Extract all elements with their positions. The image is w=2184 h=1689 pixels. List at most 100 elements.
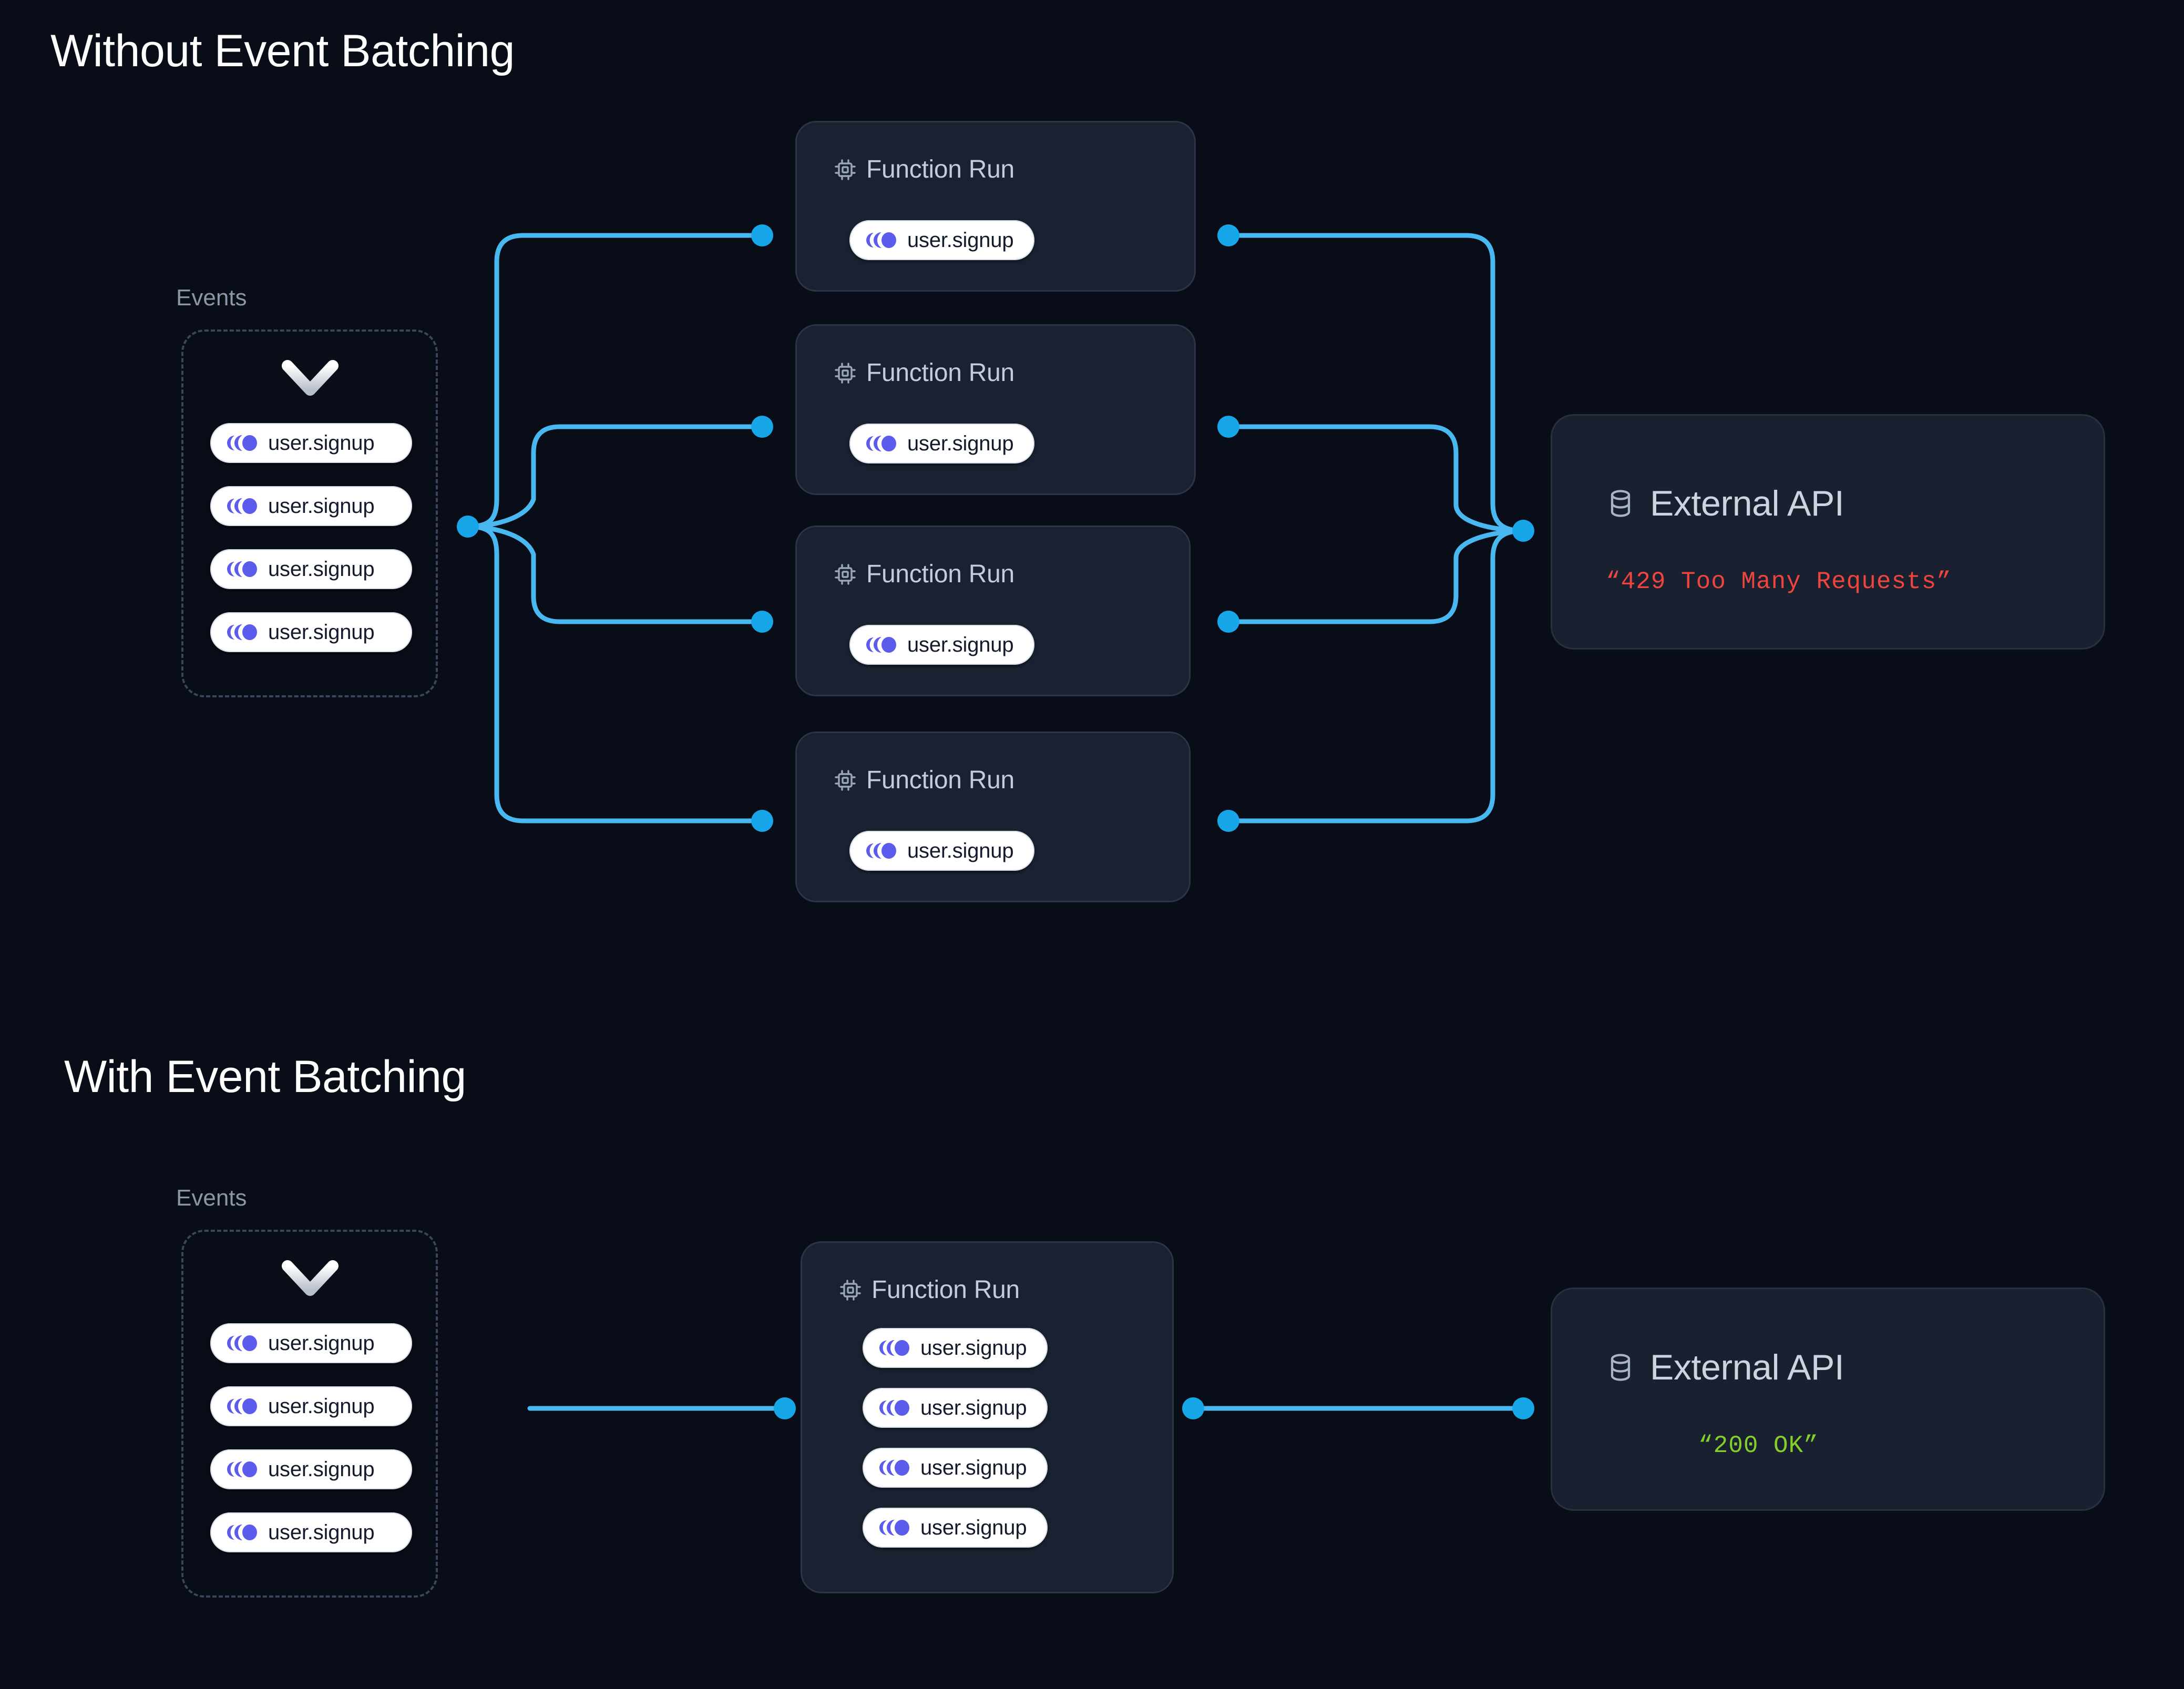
cpu-chip-icon [840, 1279, 861, 1301]
wire-output-dot [1217, 810, 1239, 832]
event-signal-icon [227, 1398, 257, 1414]
external-api-card[interactable]: External API “200 OK” [1551, 1288, 2105, 1511]
event-signal-icon [227, 498, 257, 514]
event-signal-icon [227, 1335, 257, 1351]
event-signal-icon [227, 624, 257, 640]
external-api-title: External API [1650, 1347, 1844, 1387]
event-pill-label: user.signup [268, 431, 375, 455]
event-pill[interactable]: user.signup [210, 549, 412, 589]
event-signal-icon [879, 1520, 909, 1536]
event-pill[interactable]: user.signup [863, 1448, 1048, 1488]
event-pill-label: user.signup [268, 494, 375, 518]
event-pill-label: user.signup [907, 228, 1014, 252]
external-api-header: External API [1604, 1347, 1844, 1388]
database-icon [1611, 1354, 1631, 1381]
function-run-title: Function Run [871, 1276, 1020, 1304]
wire-fanin-2 [1230, 424, 1526, 533]
event-pill-label: user.signup [268, 620, 375, 644]
cpu-chip-icon [835, 159, 856, 180]
wire-fanout-2 [465, 424, 762, 529]
external-api-card[interactable]: External API “429 Too Many Requests” [1551, 414, 2105, 650]
function-run-title: Function Run [866, 766, 1014, 794]
event-signal-icon [879, 1340, 909, 1356]
function-run-header: Function Run [833, 766, 1014, 795]
wire-output-dot [1182, 1397, 1204, 1419]
event-signal-icon [227, 1525, 257, 1540]
events-caption-with: Events [176, 1185, 247, 1211]
event-pill[interactable]: user.signup [863, 1388, 1048, 1428]
cpu-chip-icon [835, 362, 856, 384]
function-run-card[interactable]: Function Run user.signup [795, 324, 1196, 495]
events-container-without [181, 329, 438, 697]
wire-input-dot [751, 810, 773, 832]
function-run-header: Function Run [833, 358, 1014, 387]
event-pill-label: user.signup [268, 1394, 375, 1418]
event-pill[interactable]: user.signup [210, 423, 412, 463]
event-pill-label: user.signup [920, 1516, 1027, 1539]
wire-target-dot [1512, 1397, 1534, 1419]
external-api-status: “200 OK” [1698, 1432, 1819, 1459]
event-pill[interactable]: user.signup [210, 1512, 412, 1552]
event-signal-icon [879, 1400, 909, 1416]
event-pill-label: user.signup [907, 431, 1014, 455]
event-pill[interactable]: user.signup [210, 1449, 412, 1489]
event-pill[interactable]: user.signup [210, 1323, 412, 1363]
event-signal-icon [866, 436, 896, 451]
event-pill[interactable]: user.signup [210, 486, 412, 526]
event-pill-label: user.signup [907, 633, 1014, 656]
function-run-header: Function Run [833, 155, 1014, 184]
event-signal-icon [866, 232, 896, 248]
wire-output-dot [1217, 416, 1239, 438]
function-run-header: Function Run [833, 560, 1014, 589]
section-title-without-batching: Without Event Batching [50, 26, 515, 76]
event-pill[interactable]: user.signup [849, 625, 1034, 665]
wire-fanout-3 [465, 524, 762, 624]
function-run-title: Function Run [866, 560, 1014, 588]
event-signal-icon [227, 561, 257, 577]
function-run-card[interactable]: Function Run user.signup [795, 121, 1196, 292]
wire-fanin-4 [1230, 528, 1526, 823]
event-pill-label: user.signup [920, 1456, 1027, 1479]
event-pill-label: user.signup [907, 839, 1014, 862]
event-signal-icon [866, 843, 896, 859]
function-run-header: Function Run [838, 1275, 1020, 1304]
wire-fanin-3 [1230, 528, 1526, 624]
wire-input-dot [751, 611, 773, 633]
event-pill[interactable]: user.signup [863, 1508, 1048, 1548]
chevron-down-icon [282, 1260, 339, 1296]
event-pill[interactable]: user.signup [849, 424, 1034, 464]
event-signal-icon [866, 637, 896, 653]
function-run-card[interactable]: Function Run user.signup [795, 732, 1191, 902]
events-container-with [181, 1230, 438, 1598]
event-pill-label: user.signup [268, 557, 375, 581]
wire-output-dot [1217, 611, 1239, 633]
events-caption-without: Events [176, 285, 247, 311]
wire-output-dot [1217, 224, 1239, 246]
wire-input-dot [751, 416, 773, 438]
event-pill[interactable]: user.signup [849, 831, 1034, 871]
external-api-status: “429 Too Many Requests” [1606, 568, 1952, 595]
function-run-title: Function Run [866, 156, 1014, 183]
cpu-chip-icon [835, 769, 856, 791]
wire-input-dot [774, 1397, 796, 1419]
external-api-header: External API [1604, 483, 1844, 524]
event-signal-icon [879, 1460, 909, 1476]
event-pill-label: user.signup [920, 1336, 1027, 1360]
function-run-card[interactable]: Function Run user.signup [795, 526, 1191, 696]
function-run-card-batched[interactable]: Function Run user.signup user.signup [801, 1241, 1174, 1593]
wire-fanout-4 [465, 524, 762, 823]
external-api-title: External API [1650, 483, 1844, 523]
event-signal-icon [227, 1461, 257, 1477]
wire-target-dot [1512, 520, 1534, 542]
wire-fanout-1 [465, 233, 762, 529]
event-pill[interactable]: user.signup [863, 1328, 1048, 1368]
event-pill[interactable]: user.signup [849, 220, 1034, 260]
wire-source-dot [457, 516, 479, 538]
event-pill-label: user.signup [268, 1457, 375, 1481]
event-pill[interactable]: user.signup [210, 1386, 412, 1426]
database-icon [1611, 490, 1631, 517]
event-pill[interactable]: user.signup [210, 612, 412, 652]
chevron-down-icon [282, 360, 339, 396]
event-signal-icon [227, 435, 257, 451]
